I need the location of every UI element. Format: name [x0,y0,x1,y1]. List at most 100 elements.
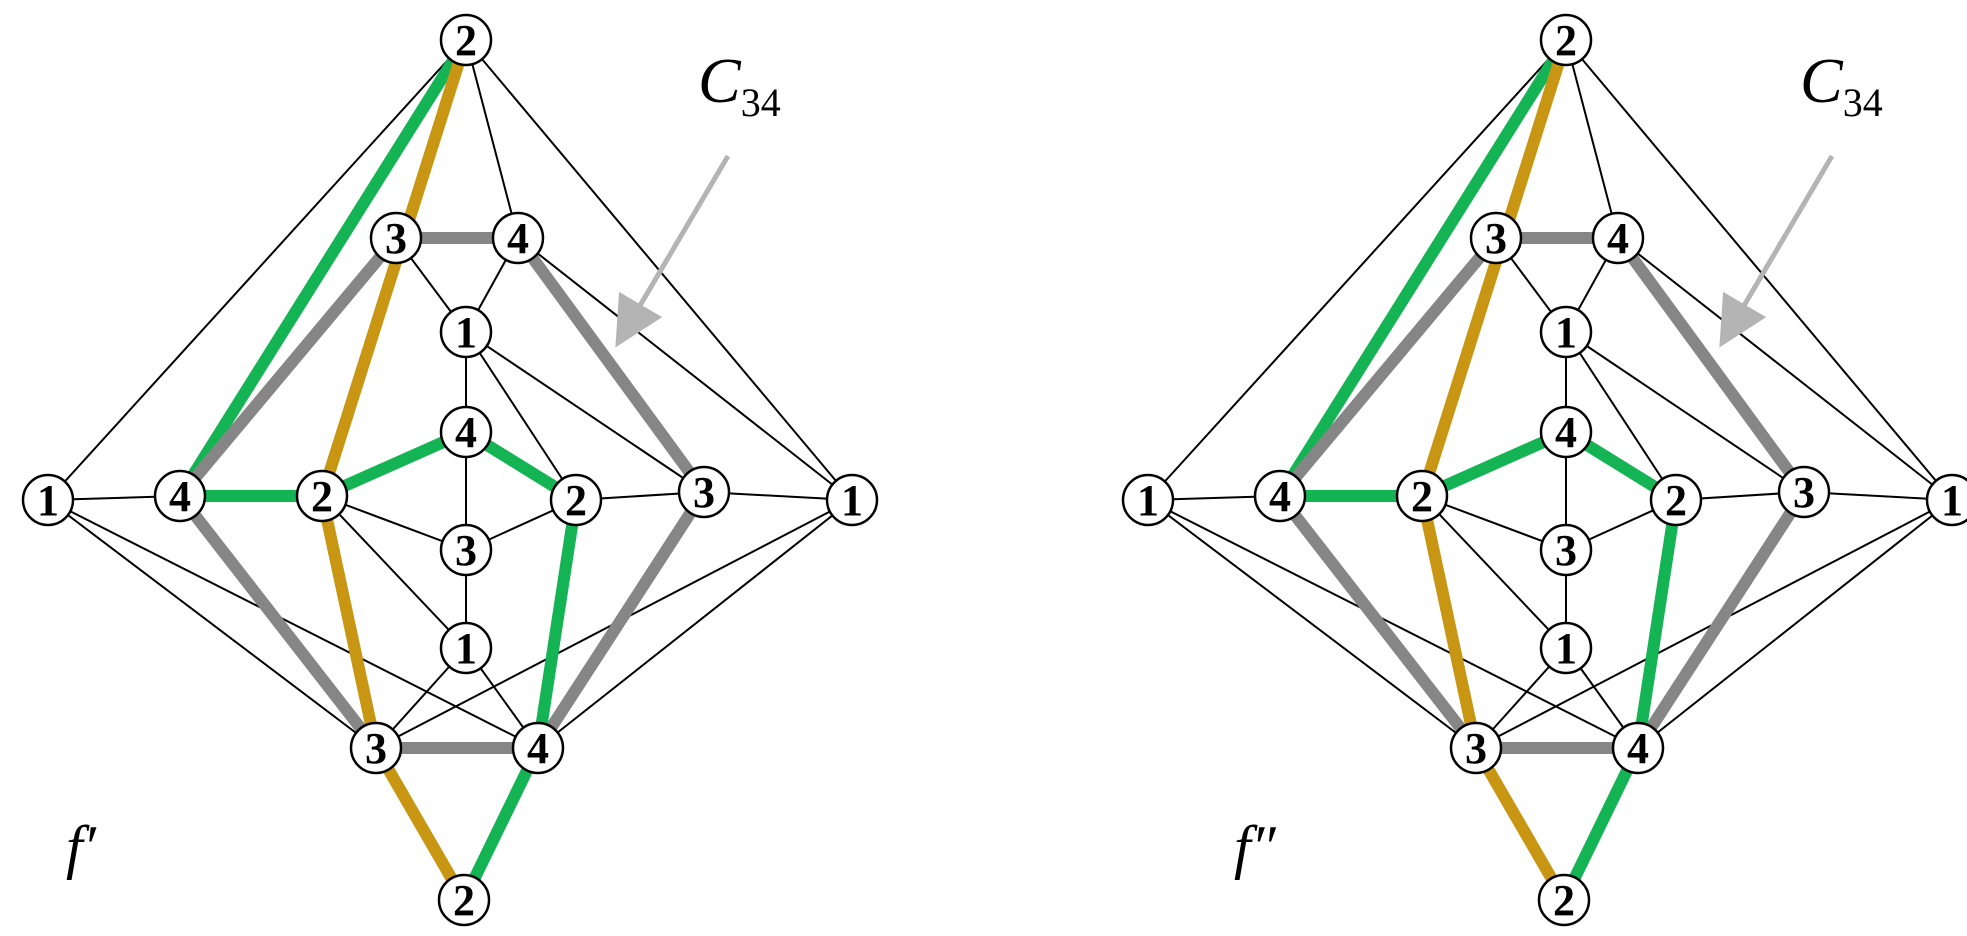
edge-left-b3 [1147,499,1477,749]
node-bot: 2 [437,873,491,927]
green-edge-top-m4 [174,34,472,502]
node-label: 1 [1555,624,1577,673]
cycle-label-subscript: 34 [741,80,781,125]
node-label: 2 [1555,16,1577,65]
node-b3: 3 [1449,721,1503,775]
node-label: 2 [1411,472,1433,521]
node-right: 1 [825,473,879,527]
node-label: 4 [1607,214,1629,263]
node-label: 3 [365,724,387,773]
node-t3: 3 [369,211,423,265]
node-left: 1 [1121,473,1175,527]
green-edge-m2r-b4 [1632,494,1682,754]
node-label: 2 [1665,476,1687,525]
node-circle [1253,469,1307,523]
node-label: 3 [693,468,715,517]
cycle-label: C34 [698,45,781,125]
node-c4: 4 [1539,405,1593,459]
node-circle [295,469,349,523]
node-circle [349,721,403,775]
node-label: 4 [507,214,529,263]
node-label: 3 [385,214,407,263]
node-label: 1 [455,308,477,357]
node-label: 2 [455,16,477,65]
node-b4: 4 [511,721,565,775]
gray-edge-t4-m3r [1612,232,1810,498]
edge-c1a-m2r [465,331,577,501]
edge-m2l-c1b [1421,495,1567,649]
edge-left-b3 [47,499,377,749]
node-circle [1395,469,1449,523]
panel-label: f″ [1234,814,1277,880]
node-c1b: 1 [1539,621,1593,675]
node-t4: 4 [1591,211,1645,265]
panel-label: f′ [66,814,97,880]
node-circle [825,473,879,527]
node-label: 3 [1555,526,1577,575]
node-circle [1469,211,1523,265]
node-top: 2 [1539,13,1593,67]
edge-c1a-m3r [465,331,705,493]
node-c1a: 1 [439,305,493,359]
node-circle [153,469,207,523]
gold-edge-top-m2l [316,34,472,502]
node-m4: 4 [153,469,207,523]
gray-edge-m3r-b4 [532,486,710,754]
node-label: 1 [1941,476,1963,525]
gold-edge-b3-bot [370,742,470,906]
cycle-label-subscript: 34 [1843,80,1883,125]
node-label: 2 [1553,876,1575,925]
node-circle [21,473,75,527]
node-top: 2 [439,13,493,67]
node-circle [439,621,493,675]
edge-right-b4 [1637,499,1953,749]
node-c3: 3 [439,523,493,577]
node-m4: 4 [1253,469,1307,523]
node-circle [1539,305,1593,359]
node-circle [1121,473,1175,527]
node-label: 4 [527,724,549,773]
node-c1b: 1 [439,621,493,675]
gold-edge-m2l-b3 [316,490,382,754]
node-label: 2 [453,876,475,925]
gold-edge-m2l-b3 [1416,490,1482,754]
node-circle [1777,465,1831,519]
node-circle [437,873,491,927]
node-circle [549,473,603,527]
edge-layer [1147,34,1953,906]
node-circle [1649,473,1703,527]
node-circle [1611,721,1665,775]
node-label: 4 [1555,408,1577,457]
gray-edge-b3-m4 [1274,490,1482,754]
node-circle [369,211,423,265]
green-edge-m2l-c4 [316,426,472,502]
node-c3: 3 [1539,523,1593,577]
edge-right-t4 [1617,237,1953,501]
node-label: 4 [1269,472,1291,521]
node-m3r: 3 [1777,465,1831,519]
edge-right-t4 [517,237,853,501]
node-label: 3 [1793,468,1815,517]
node-m2r: 2 [1649,473,1703,527]
edge-top-t4 [1565,39,1619,239]
node-circle [511,721,565,775]
node-c1a: 1 [1539,305,1593,359]
edge-c1a-m3r [1565,331,1805,493]
node-label: 1 [455,624,477,673]
cycle-label-name: C [1800,45,1844,116]
cycle-pointer-arrow [1719,154,1835,348]
node-circle [491,211,545,265]
gray-edge-m4-t3 [174,232,402,502]
node-circle [439,13,493,67]
node-circle [1925,473,1967,527]
node-circle [1537,873,1591,927]
node-label: 1 [1137,476,1159,525]
node-label: 4 [455,408,477,457]
node-left: 1 [21,473,75,527]
node-circle [1539,523,1593,577]
node-circle [439,523,493,577]
